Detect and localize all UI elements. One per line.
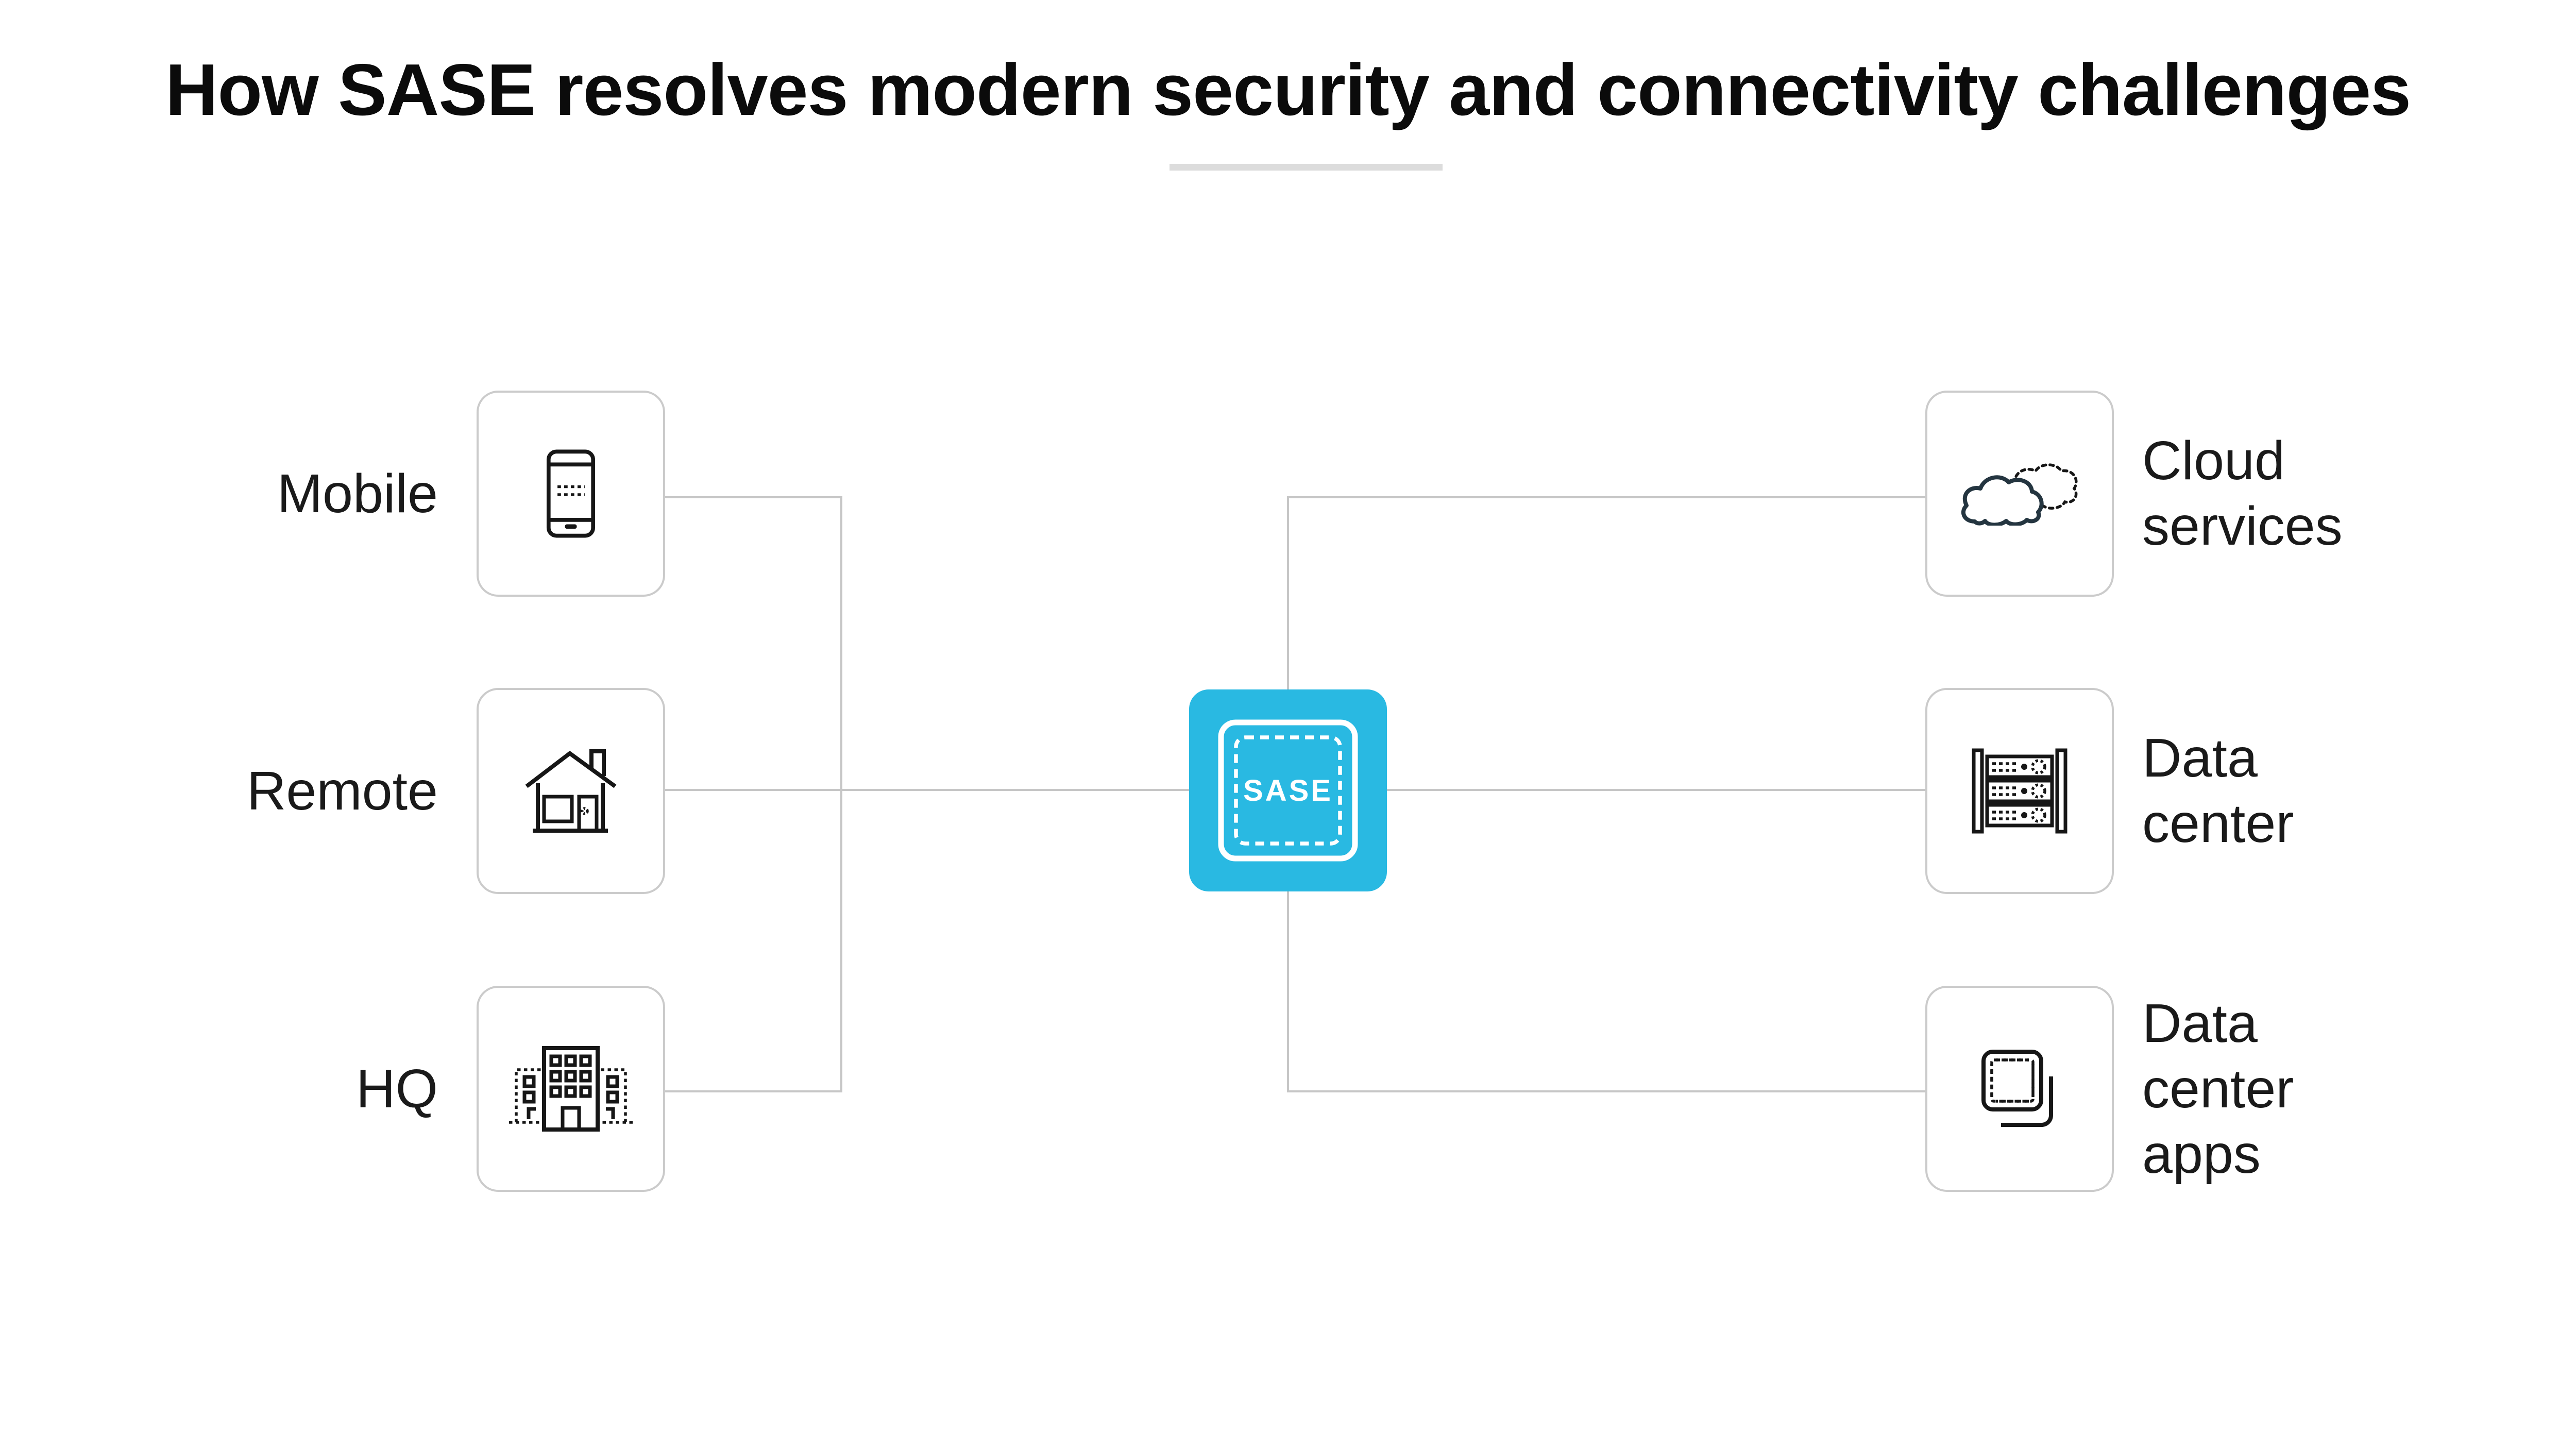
server-rack-icon [1972, 748, 2067, 834]
cloud-services-label: Cloud services [2142, 430, 2343, 557]
datacenter-apps-connector-line [1287, 1090, 1926, 1092]
data-center-label: Data center [2142, 728, 2294, 854]
smartphone-icon [546, 449, 596, 538]
cloud-services-node-box [1925, 391, 2114, 597]
data-center-apps-node-box [1925, 986, 2114, 1192]
hq-node-box [477, 986, 665, 1192]
mobile-connector-line [665, 496, 842, 498]
hq-label: HQ [356, 1058, 438, 1119]
remote-node-box [477, 688, 665, 894]
left-junction-line [840, 496, 842, 1092]
title-underline [1170, 164, 1443, 171]
sase-frame-icon [1218, 719, 1358, 862]
sase-label: SASE [1243, 773, 1333, 807]
hq-connector-line [665, 1090, 842, 1092]
house-icon [525, 749, 617, 833]
stacked-apps-icon [1981, 1049, 2053, 1127]
sase-node: SASE [1189, 689, 1387, 891]
page-title: How SASE resolves modern security and co… [165, 49, 2411, 131]
mobile-node-box [477, 391, 665, 597]
cloud-connector-line [1287, 496, 1926, 498]
data-center-node-box [1925, 688, 2114, 894]
remote-to-sase-line [665, 789, 1190, 791]
mobile-label: Mobile [277, 463, 438, 524]
remote-label: Remote [246, 761, 438, 821]
office-building-icon [509, 1046, 633, 1132]
data-center-apps-label: Data center apps [2142, 993, 2294, 1185]
datacenter-connector-line [1386, 789, 1926, 791]
cloud-icon [1961, 463, 2078, 526]
